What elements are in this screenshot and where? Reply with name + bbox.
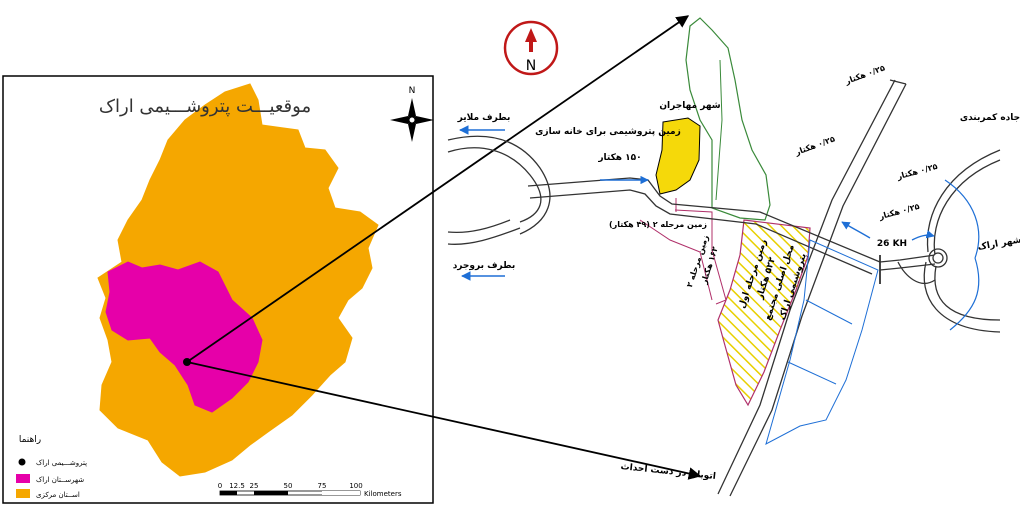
label-mohajeran: شهر مهاجران <box>659 101 720 111</box>
label-toward-borujerd: بطرف بروجرد <box>453 261 516 271</box>
highway-side-parcels <box>765 239 879 445</box>
label-kh: 26 KH <box>877 239 907 249</box>
scale-tick-4: 75 <box>318 482 327 490</box>
label-highway: اتوبان در دست احداث <box>620 462 716 482</box>
label-phase2a: زمین مرحله ۲ (۴۹ هکتار) <box>609 220 707 229</box>
label-housing-area: ۱۵۰ هکتار <box>597 153 641 163</box>
scale-unit: Kilometers <box>364 490 402 498</box>
connector-arrow-bottom <box>186 361 702 480</box>
label-arak-city: شهر اراک <box>977 235 1020 253</box>
label-hectare-c: ۰/۲۵ هکتار <box>895 162 938 182</box>
scale-tick-3: 50 <box>284 482 293 490</box>
label-hectare-a: ۰/۲۵ هکتار <box>843 63 886 86</box>
label-ring-road: جاده کمربندی <box>960 113 1020 123</box>
road-west <box>447 135 881 275</box>
right-map-panel: N <box>447 17 1020 497</box>
arak-county <box>105 261 263 413</box>
legend-item-county: شهرســتان اراک <box>36 476 84 484</box>
ring-road <box>879 149 1001 333</box>
legend-item-province: اســتان مرکزی <box>36 491 80 499</box>
scale-tick-0: 0 <box>218 482 222 490</box>
scale-tick-1: 12.5 <box>229 482 245 490</box>
housing-land-parcel <box>655 117 701 195</box>
legend-item-petrochemical: پتروشـــیمی اراک <box>36 459 87 467</box>
mohajeran-inner-line <box>715 59 723 201</box>
city-boundary-curves <box>944 179 980 331</box>
connector-arrow-top <box>186 15 690 363</box>
scale-tick-5: 100 <box>349 482 362 490</box>
right-north-arrow-icon <box>503 20 559 76</box>
legend-dot-symbol <box>18 458 26 466</box>
right-north-label: N <box>526 58 536 74</box>
highway-diagonal <box>717 79 907 497</box>
scale-bar: 0 12.5 25 50 75 100 Kilometers <box>218 482 402 498</box>
label-hectare-d: ۰/۲۵ هکتار <box>877 202 920 222</box>
arrow-kh-right <box>911 230 935 241</box>
phase2-parcel-b <box>639 219 713 301</box>
label-toward-malayer: بطرف ملایر <box>457 113 511 123</box>
left-north-label: N <box>409 86 416 96</box>
left-map-panel: موقعیـــت پتروشـــیمی اراک N راهنما پترو… <box>2 75 434 504</box>
arrow-kh-left <box>841 221 871 239</box>
label-housing-land: زمین پتروشیمی برای خانه سازی <box>535 127 681 137</box>
legend-box-county <box>16 474 30 483</box>
phase2-parcel-a <box>674 209 727 305</box>
label-hectare-b: ۰/۲۵ هکتار <box>793 134 836 157</box>
left-map-title: موقعیـــت پتروشـــیمی اراک <box>99 96 311 117</box>
scale-tick-2: 25 <box>250 482 259 490</box>
mohajeran-city-outline <box>685 17 771 221</box>
left-north-arrow-icon <box>390 98 434 142</box>
legend-box-province <box>16 489 30 498</box>
legend-heading: راهنما <box>19 435 41 445</box>
left-map-legend: راهنما پتروشـــیمی اراک شهرســتان اراک ا… <box>16 435 87 499</box>
markazi-province <box>97 83 379 477</box>
